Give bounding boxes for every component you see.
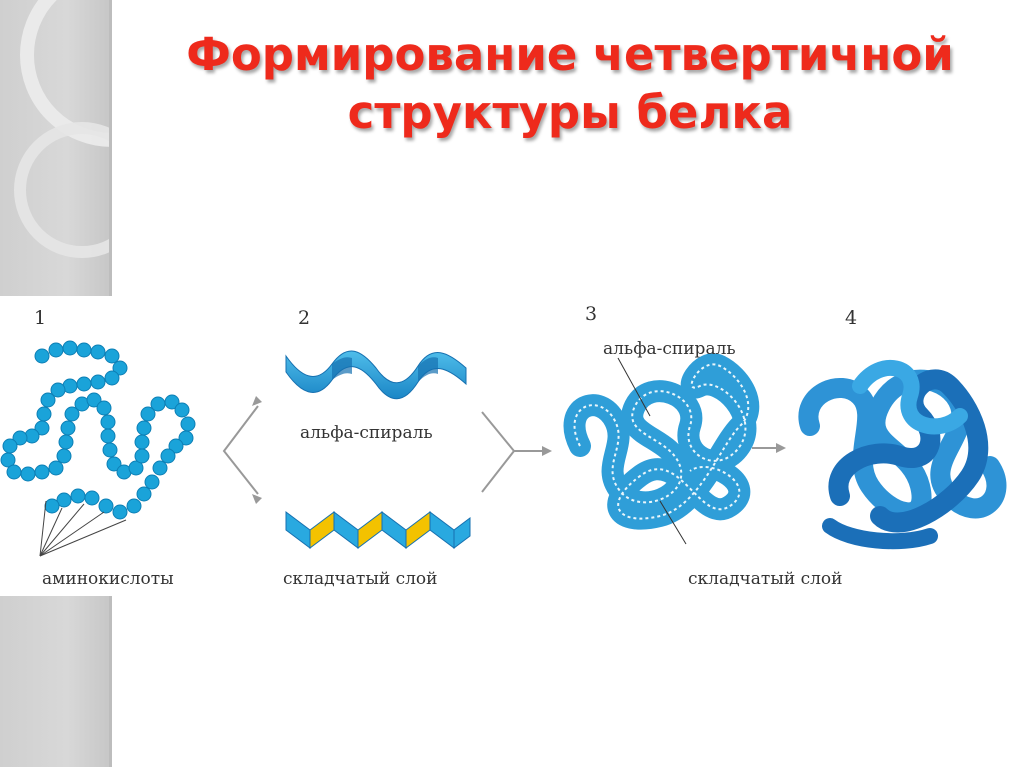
arrowhead-up-left	[252, 396, 262, 406]
amino-acid-bead	[104, 348, 120, 364]
tertiary-structure	[563, 353, 760, 530]
amino-acid-bead	[152, 460, 168, 476]
diagram-svg: 1 2 3 4 аминокислоты альфа-спираль	[0, 303, 1007, 589]
amino-acid-bead	[134, 448, 150, 464]
amino-acid-bead	[180, 416, 196, 432]
protein-structure-diagram: 1 2 3 4 аминокислоты альфа-спираль	[0, 296, 1024, 596]
amino-acid-bead	[160, 448, 176, 464]
amino-acid-bead	[6, 464, 22, 480]
amino-acid-bead	[62, 340, 78, 356]
amino-acid-bead	[76, 376, 92, 392]
quaternary-structure	[798, 360, 1007, 550]
slide-title-line1: Формирование четвертичной	[186, 28, 954, 81]
amino-acid-bead	[20, 466, 36, 482]
slide-title: Формирование четвертичной структуры белк…	[140, 26, 1000, 142]
step-number-2: 2	[298, 307, 310, 329]
amino-acid-bead	[34, 420, 50, 436]
alpha-helix-ribbon	[285, 350, 467, 400]
amino-acid-bead	[44, 498, 60, 514]
amino-acid-bead	[126, 498, 142, 514]
amino-acid-bead	[134, 434, 150, 450]
label-alpha-helix-center: альфа-спираль	[300, 423, 433, 443]
arrowhead-to-quaternary	[776, 443, 786, 453]
amino-acid-bead	[128, 460, 144, 476]
step-number-3: 3	[585, 303, 597, 325]
amino-acid-bead	[136, 420, 152, 436]
amino-acid-bead	[100, 428, 116, 444]
pleated-sheet-ribbon	[285, 511, 471, 549]
amino-acid-bead	[112, 360, 128, 376]
amino-acid-bead	[112, 504, 128, 520]
amino-acid-bead	[178, 430, 194, 446]
amino-acid-bead	[106, 456, 122, 472]
decorative-circles	[14, 0, 112, 258]
amino-acid-bead	[50, 382, 66, 398]
amino-acid-bead	[58, 434, 74, 450]
amino-acid-bead	[90, 374, 106, 390]
amino-acid-bead	[136, 486, 152, 502]
amino-acid-bead	[56, 492, 72, 508]
label-pleated-sheet-center: складчатый слой	[283, 569, 437, 589]
amino-acid-bead	[2, 438, 18, 454]
amino-acid-bead	[48, 460, 64, 476]
merge-arrowhead	[542, 446, 552, 456]
amino-acid-bead	[84, 490, 100, 506]
amino-acid-bead	[100, 414, 116, 430]
step-number-4: 4	[845, 307, 857, 329]
amino-acid-bead	[104, 370, 120, 386]
label-alpha-helix-right: альфа-спираль	[603, 339, 736, 359]
amino-acid-bead	[76, 342, 92, 358]
merge-arrow	[481, 411, 546, 493]
tertiary-pointer-lines	[617, 357, 687, 545]
amino-acid-bead	[102, 442, 118, 458]
amino-acid-bead	[150, 396, 166, 412]
slide-title-line2: структуры белка	[347, 86, 793, 139]
amino-acid-chain	[0, 340, 196, 520]
amino-acid-bead	[144, 474, 160, 490]
amino-acid-bead	[34, 348, 50, 364]
label-amino-acids: аминокислоты	[42, 569, 174, 589]
amino-acid-bead	[86, 392, 102, 408]
branch-arrow-left	[222, 405, 259, 495]
amino-acid-pointer-lines	[39, 500, 127, 557]
amino-acid-bead	[48, 342, 64, 358]
amino-acid-bead	[56, 448, 72, 464]
amino-acid-bead	[34, 464, 50, 480]
amino-acid-bead	[96, 400, 112, 416]
step-number-1: 1	[34, 307, 46, 329]
amino-acid-bead	[174, 402, 190, 418]
amino-acid-bead	[64, 406, 80, 422]
amino-acid-bead	[140, 406, 156, 422]
amino-acid-bead	[98, 498, 114, 514]
amino-acid-bead	[36, 406, 52, 422]
label-pleated-sheet-right: складчатый слой	[688, 569, 842, 589]
amino-acid-bead	[60, 420, 76, 436]
arrowhead-down-left	[252, 494, 262, 504]
amino-acid-bead	[0, 452, 16, 468]
amino-acid-bead	[164, 394, 180, 410]
amino-acid-bead	[12, 430, 28, 446]
amino-acid-bead	[168, 438, 184, 454]
amino-acid-bead	[40, 392, 56, 408]
amino-acid-bead	[90, 344, 106, 360]
amino-acid-bead	[70, 488, 86, 504]
